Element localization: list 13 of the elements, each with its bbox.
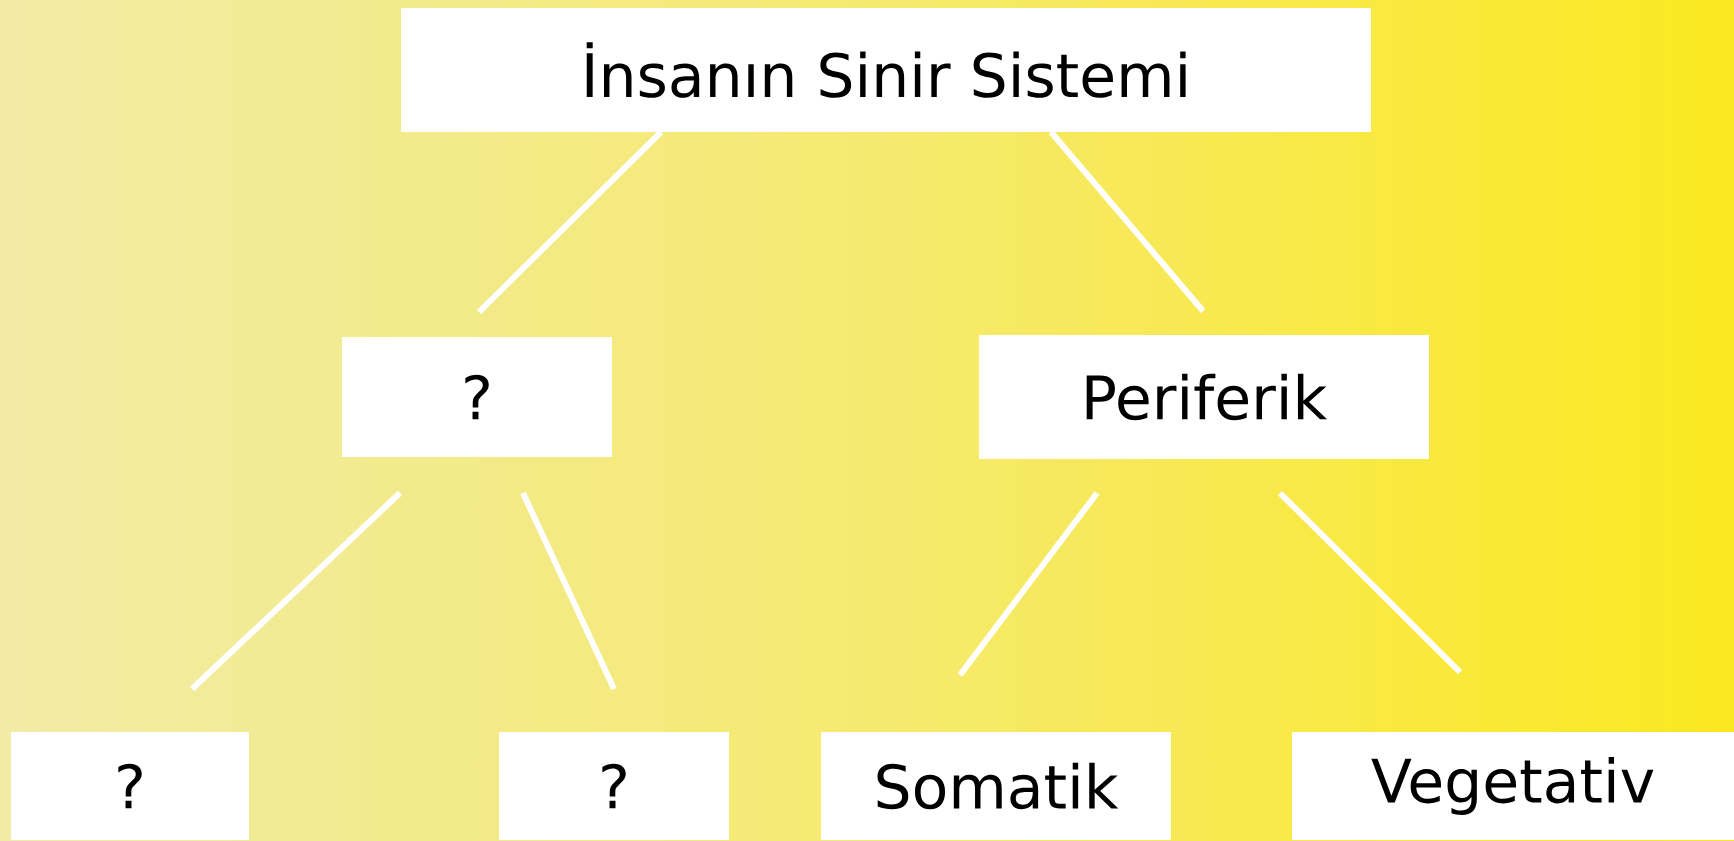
- label-box: ?: [11, 732, 249, 840]
- label-box: ?: [499, 732, 729, 840]
- connector-line: [1277, 490, 1463, 675]
- connector-line: [520, 491, 617, 691]
- connector-line: [1048, 130, 1206, 313]
- connector-line: [476, 129, 664, 315]
- label-box: İnsanın Sinir Sistemi: [401, 8, 1371, 132]
- label-box: Somatik: [821, 732, 1171, 840]
- connector-line: [957, 491, 1100, 677]
- connector-line: [189, 490, 403, 692]
- label-box: ?: [342, 337, 612, 457]
- label-box: Vegetativ: [1292, 732, 1734, 840]
- label-box: Periferik: [979, 335, 1429, 459]
